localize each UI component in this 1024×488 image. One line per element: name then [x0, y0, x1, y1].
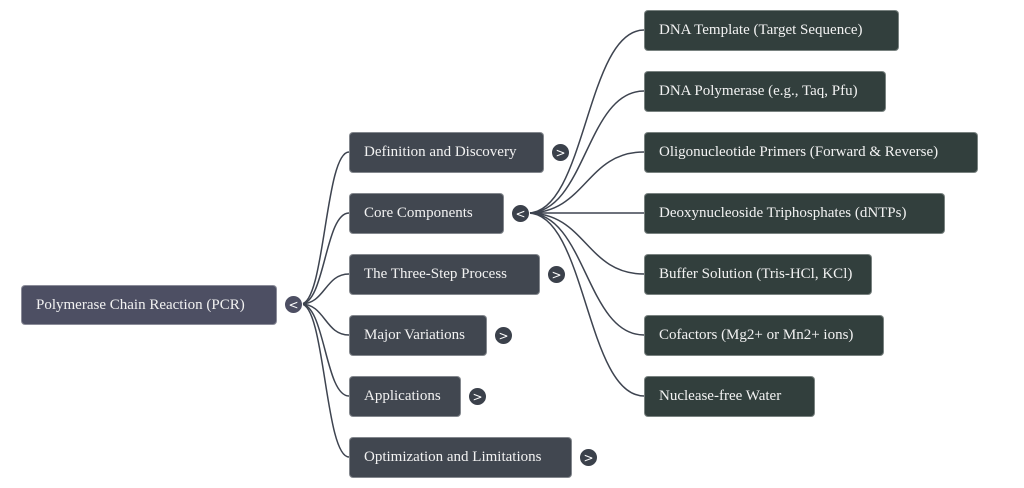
leaf-dna-polymerase[interactable]: DNA Polymerase (e.g., Taq, Pfu) [644, 71, 886, 112]
connector-root-branch-4 [300, 303, 350, 397]
leaf-buffer-solution[interactable]: Buffer Solution (Tris-HCl, KCl) [644, 254, 872, 295]
leaf-label: Oligonucleotide Primers (Forward & Rever… [659, 144, 939, 160]
branch-label: Optimization and Limitations [364, 449, 542, 465]
leaf-cofactors[interactable]: Cofactors (Mg2+ or Mn2+ ions) [644, 315, 884, 356]
collapse-icon[interactable]: < [511, 204, 530, 223]
expand-icon[interactable]: > [494, 326, 513, 345]
leaf-label: Buffer Solution (Tris-HCl, KCl) [659, 266, 853, 282]
connector-root-branch-3 [300, 303, 350, 336]
leaf-oligonucleotide-primers[interactable]: Oligonucleotide Primers (Forward & Rever… [644, 132, 978, 173]
leaf-label: DNA Polymerase (e.g., Taq, Pfu) [659, 83, 858, 99]
expand-icon[interactable]: > [579, 448, 598, 467]
branch-major-variations[interactable]: Major Variations [349, 315, 487, 356]
connector-root-branch-0 [300, 151, 350, 305]
leaf-dna-template[interactable]: DNA Template (Target Sequence) [644, 10, 899, 51]
branch-label: Major Variations [364, 327, 465, 343]
connector-core-leaf-0 [527, 29, 645, 214]
branch-core-components[interactable]: Core Components [349, 193, 504, 234]
leaf-dntps[interactable]: Deoxynucleoside Triphosphates (dNTPs) [644, 193, 945, 234]
connector-root-branch-2 [300, 273, 350, 305]
branch-optimization-and-limitations[interactable]: Optimization and Limitations [349, 437, 572, 478]
connector-core-leaf-2 [527, 151, 645, 214]
connector-core-leaf-5 [527, 212, 645, 336]
collapse-icon[interactable]: < [284, 295, 303, 314]
expand-icon[interactable]: > [468, 387, 487, 406]
root-node-label: Polymerase Chain Reaction (PCR) [36, 296, 245, 313]
branch-label: Applications [364, 388, 441, 404]
leaf-label: DNA Template (Target Sequence) [659, 22, 863, 38]
leaf-nuclease-free-water[interactable]: Nuclease-free Water [644, 376, 815, 417]
branch-definition-and-discovery[interactable]: Definition and Discovery [349, 132, 544, 173]
branch-label: Core Components [364, 205, 473, 221]
connector-root-branch-1 [300, 212, 350, 305]
expand-icon[interactable]: > [547, 265, 566, 284]
expand-icon[interactable]: > [551, 143, 570, 162]
root-node[interactable]: Polymerase Chain Reaction (PCR) [21, 285, 277, 325]
branch-applications[interactable]: Applications [349, 376, 461, 417]
branch-label: Definition and Discovery [364, 144, 517, 160]
connector-root-branch-5 [300, 303, 350, 458]
branch-three-step-process[interactable]: The Three-Step Process [349, 254, 540, 295]
connector-core-leaf-1 [527, 90, 645, 214]
leaf-label: Cofactors (Mg2+ or Mn2+ ions) [659, 327, 854, 343]
connector-core-leaf-6 [527, 212, 645, 397]
connector-core-leaf-4 [527, 212, 645, 275]
branch-label: The Three-Step Process [364, 266, 508, 282]
leaf-label: Nuclease-free Water [659, 388, 782, 404]
leaf-label: Deoxynucleoside Triphosphates (dNTPs) [659, 205, 907, 221]
